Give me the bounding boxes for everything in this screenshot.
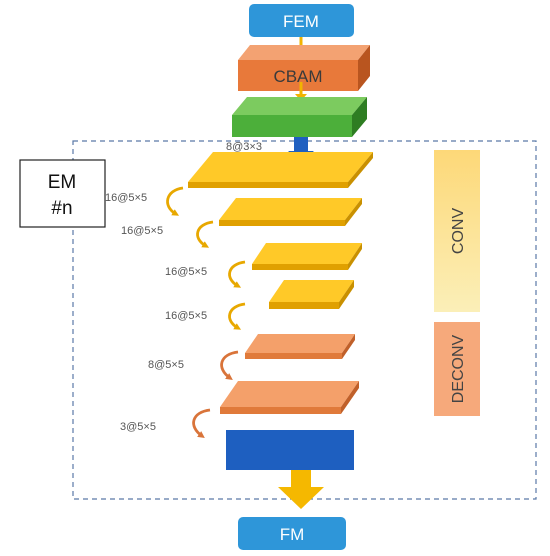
conv-layer-3-label: 16@5×5: [165, 310, 207, 322]
conv-layer-1-top: [219, 198, 362, 220]
deconv-layer-0-right: [342, 334, 355, 359]
cbam-block-front: [238, 60, 358, 91]
conv-layer-3-right: [339, 280, 354, 309]
first-layer-label: 8@3×3: [226, 141, 262, 153]
deconv-layer-0-front: [245, 353, 342, 359]
conv-layer-0-right: [348, 152, 373, 188]
deconv-arrow-0: [220, 350, 239, 381]
arrow-input-shaft: [294, 137, 308, 152]
deconv-side-box: [434, 322, 480, 416]
fm-block: [238, 517, 346, 550]
fem-label: FEM: [283, 12, 319, 31]
deconv-side-label: DECONV: [450, 334, 467, 403]
module-tag-line1: EM: [48, 172, 77, 193]
deconv-layer-1-right: [341, 381, 359, 414]
conv-arrow-1: [196, 220, 214, 248]
module-border: [72, 140, 537, 500]
conv-side-label: CONV: [450, 208, 467, 255]
fem-block: [249, 4, 354, 37]
cbam-block-top: [238, 45, 370, 60]
deconv-layer-1-front: [220, 407, 341, 414]
conv-arrow-2: [228, 260, 246, 288]
output-block: [226, 430, 354, 470]
deconv-layer-1-label: 3@5×5: [120, 421, 156, 433]
deconv-layer-1-top: [220, 381, 359, 407]
conv-layer-2-front: [252, 264, 348, 270]
deconv-arrow-1: [192, 408, 211, 439]
green-block-front: [232, 115, 352, 137]
conv-layer-0-label: 16@5×5: [105, 192, 147, 204]
conv-layer-2-top: [252, 243, 362, 264]
conv-layer-2-right: [348, 243, 362, 270]
cbam-label: CBAM: [273, 67, 322, 86]
conv-arrow-3: [228, 302, 246, 330]
cbam-block-right: [358, 45, 370, 91]
arrow-output-shaft: [291, 470, 311, 488]
conv-layer-3-top: [269, 280, 354, 302]
module-tag-line2: #n: [51, 198, 72, 219]
deconv-layer-0-top: [245, 334, 355, 353]
module-tag-box: [19, 159, 106, 228]
conv-layer-2-label: 16@5×5: [165, 266, 207, 278]
deconv-layer-0-label: 8@5×5: [148, 359, 184, 371]
conv-layer-0-top: [188, 152, 373, 182]
green-block-right: [352, 97, 367, 137]
conv-layer-1-right: [345, 198, 362, 226]
conv-layer-1-front: [219, 220, 345, 226]
arrow-output-head: [278, 487, 324, 509]
green-block-top: [232, 97, 367, 115]
conv-arrow-0: [166, 186, 184, 216]
conv-layer-1-label: 16@5×5: [121, 225, 163, 237]
conv-side-box: [434, 150, 480, 312]
conv-layer-0-front: [188, 182, 348, 188]
fm-label: FM: [280, 525, 305, 544]
conv-layer-3-front: [269, 302, 339, 309]
